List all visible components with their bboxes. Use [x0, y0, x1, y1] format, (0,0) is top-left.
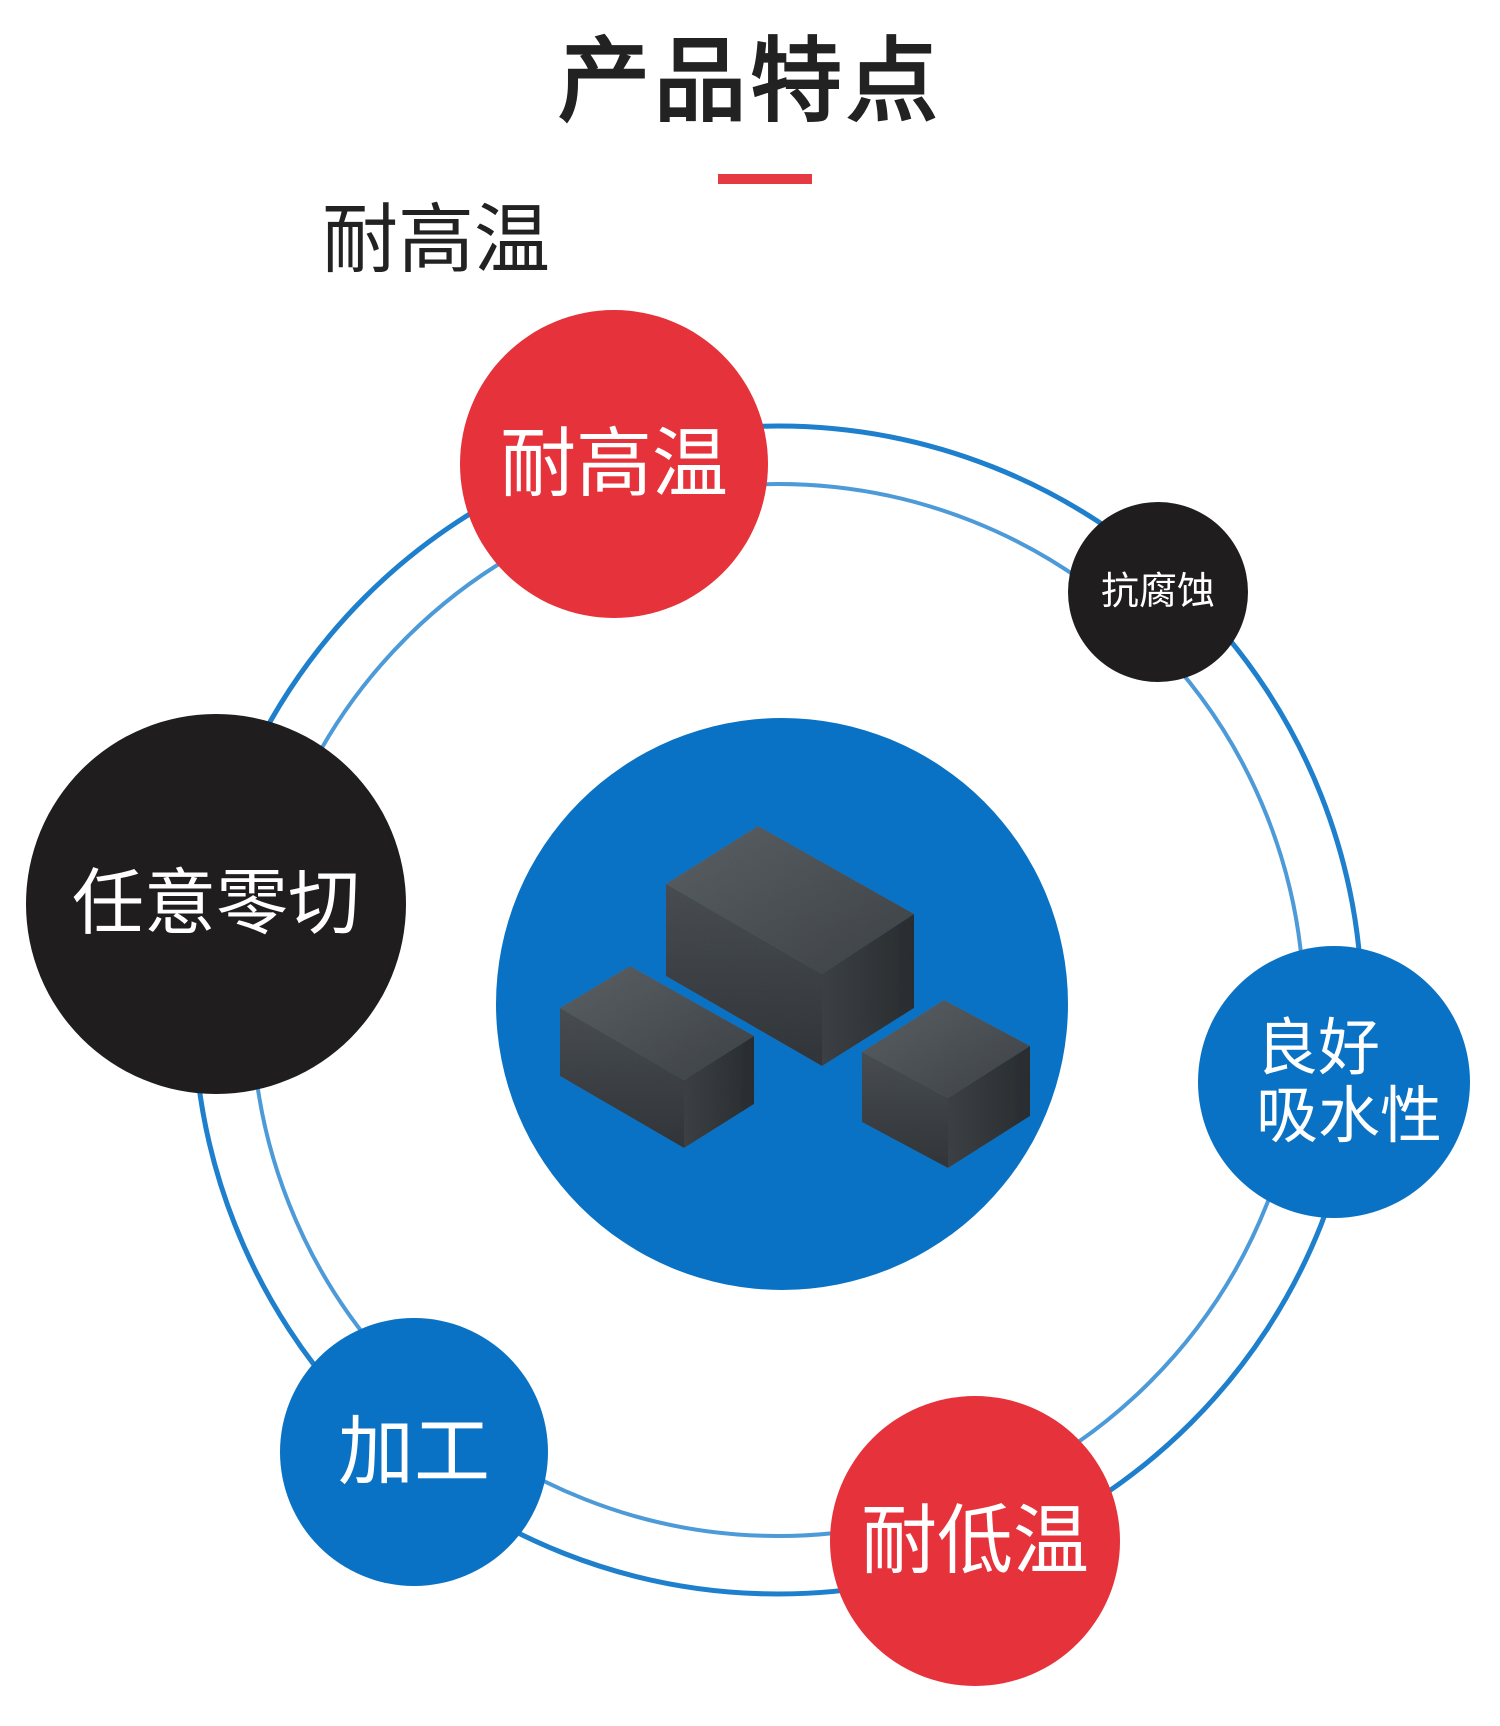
feature-bubble-low-temp: 耐低温 [830, 1396, 1120, 1686]
feature-label-processing: 加工 [338, 1407, 490, 1497]
feature-bubble-processing: 加工 [280, 1318, 548, 1586]
feature-bubble-water-absorption: 良好 吸水性 [1198, 946, 1470, 1218]
feature-bubble-cutting: 任意零切 [26, 714, 406, 1094]
graphite-block-right [862, 1000, 1030, 1168]
feature-bubble-high-temp: 耐高温 [460, 310, 768, 618]
graphite-block-large [666, 826, 914, 1066]
feature-label-water-line2: 吸水性 [1256, 1079, 1443, 1152]
feature-label-water-absorption: 良好 吸水性 [1256, 1010, 1443, 1152]
feature-label-water-line1: 良好 [1256, 1010, 1381, 1084]
graphite-blocks-icon [560, 826, 1030, 1168]
center-product-disc [496, 718, 1068, 1290]
feature-label-high-temp: 耐高温 [500, 419, 728, 509]
feature-bubble-corrosion: 抗腐蚀 [1068, 502, 1248, 682]
section-subtitle: 耐高温 [322, 195, 550, 284]
feature-label-corrosion: 抗腐蚀 [1100, 569, 1215, 614]
title-underline [718, 174, 812, 184]
page-title: 产品特点 [557, 28, 942, 135]
feature-label-cutting: 任意零切 [71, 861, 360, 946]
feature-label-low-temp: 耐低温 [861, 1496, 1089, 1586]
graphite-block-left [560, 966, 754, 1148]
